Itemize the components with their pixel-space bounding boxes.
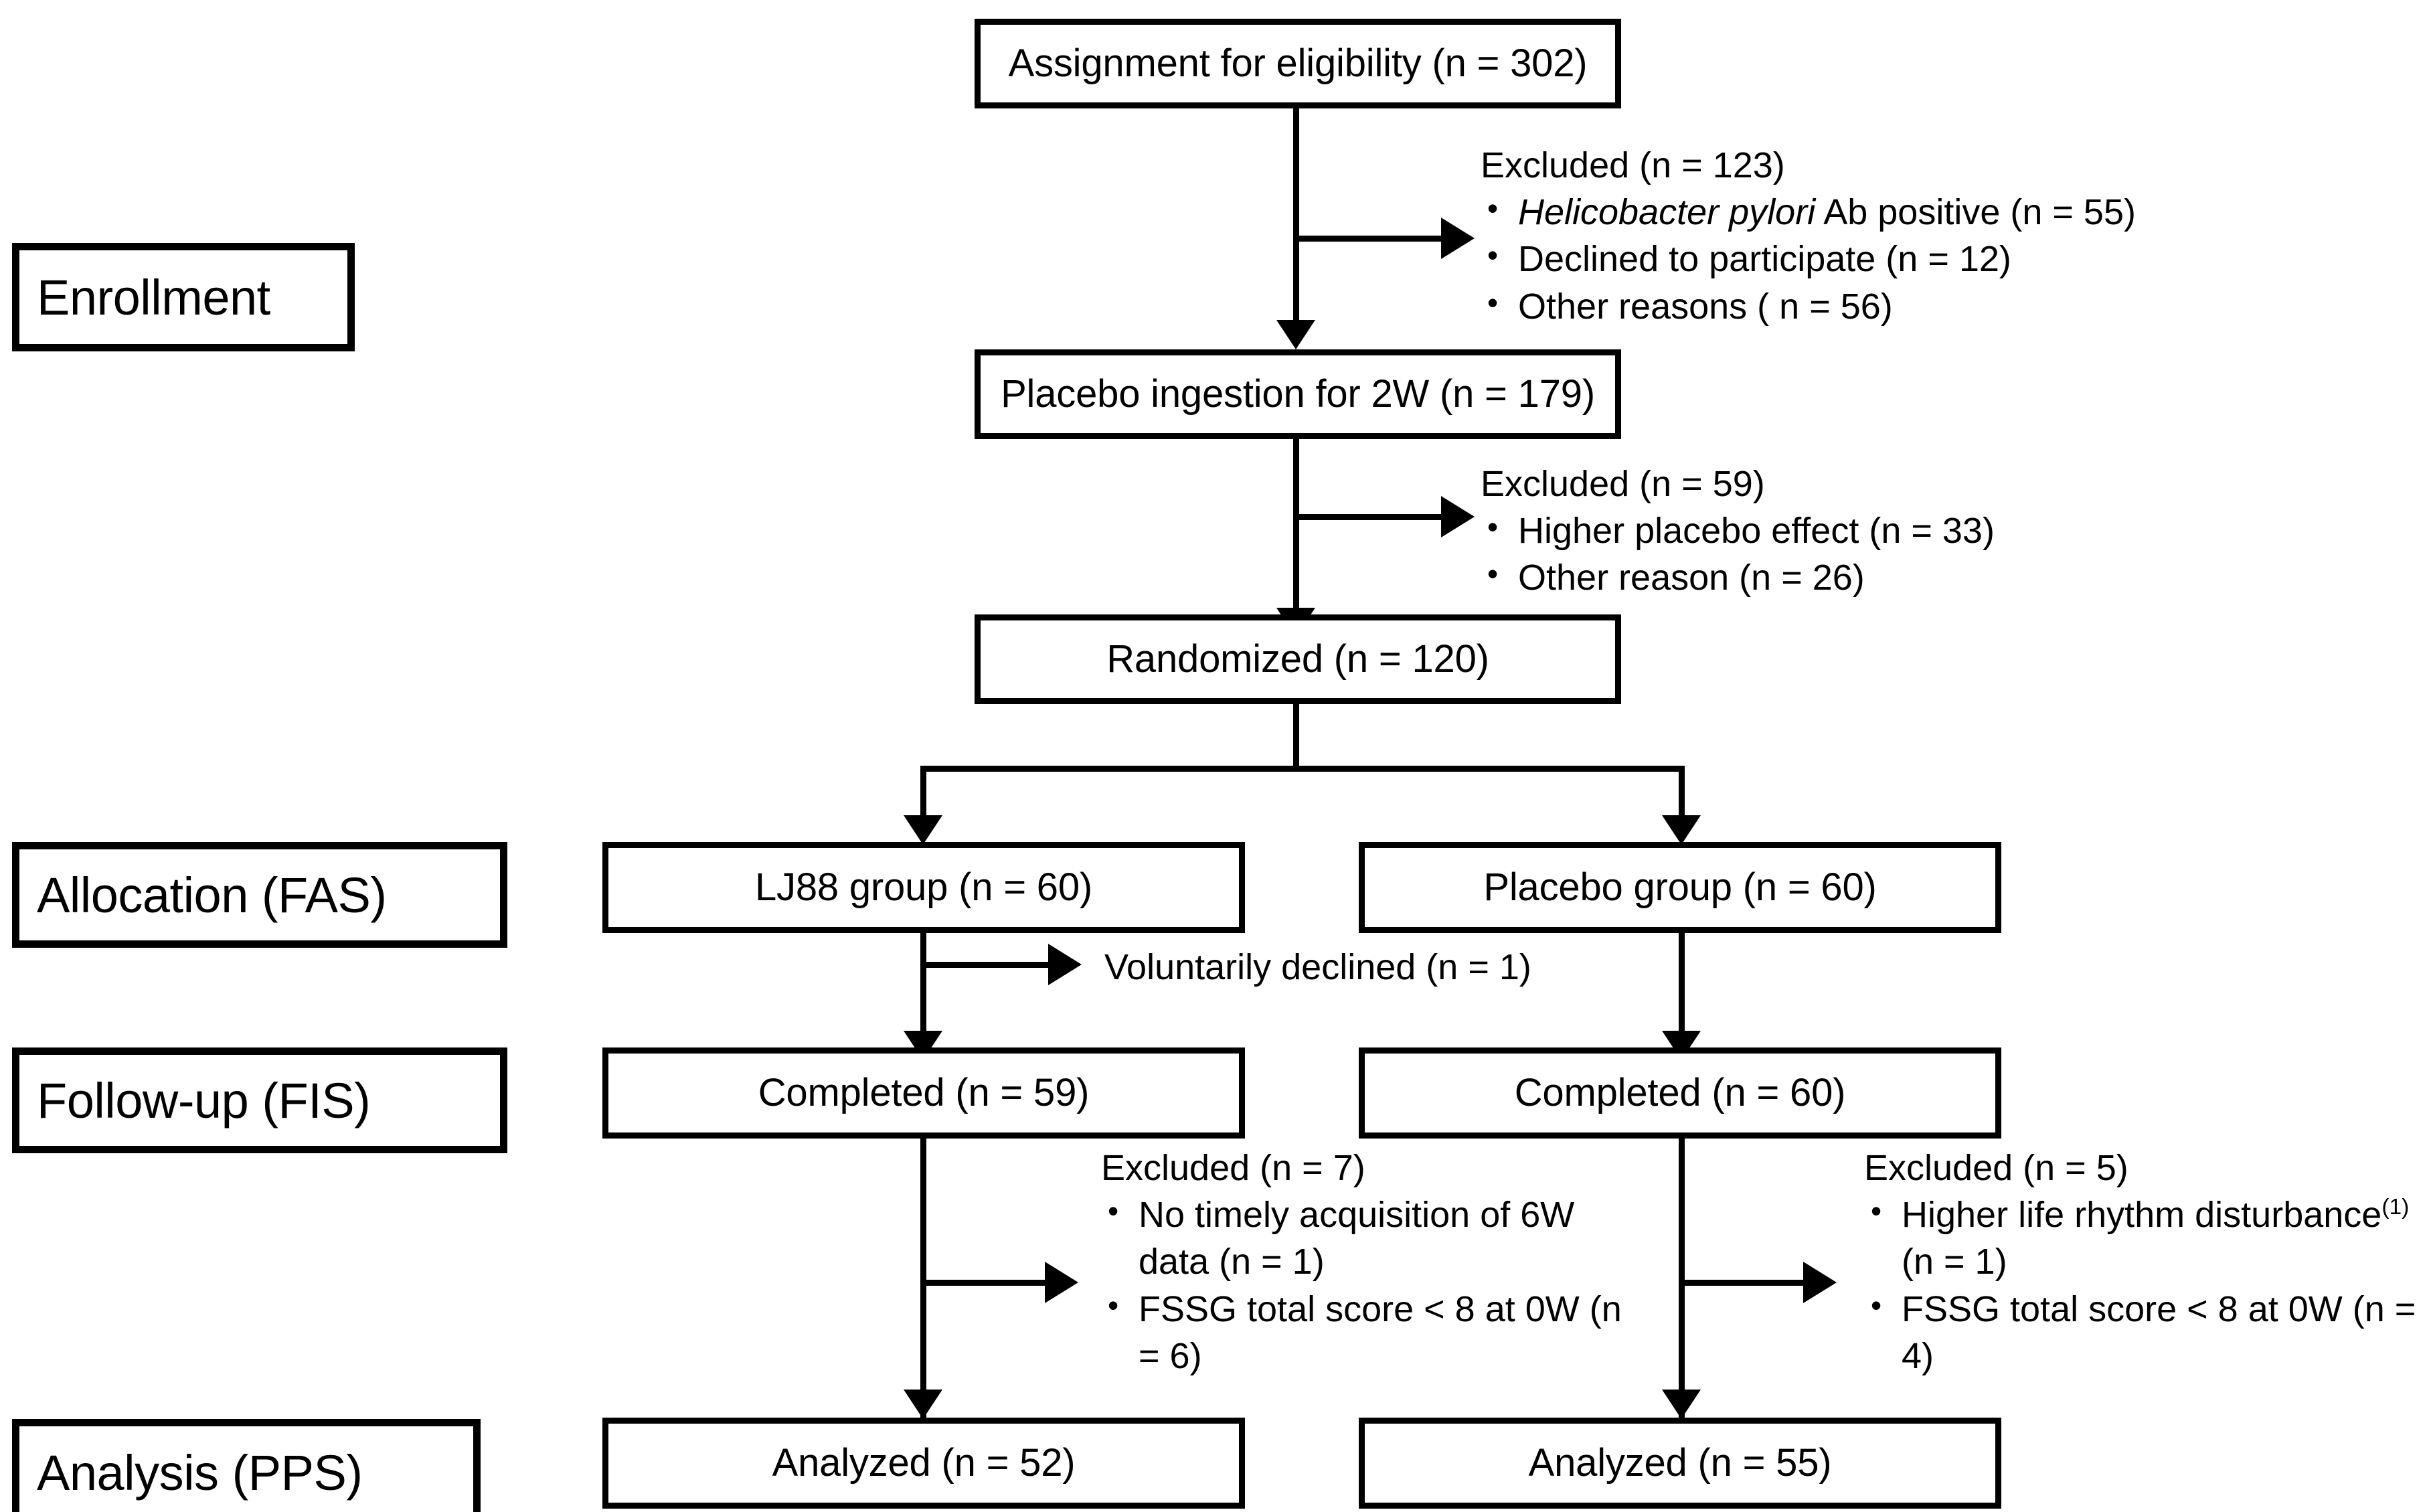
note-excluded-runin: Excluded (n = 59) Higher placebo effect … bbox=[1481, 460, 1995, 602]
node-assessment-text: Assignment for eligibility (n = 302) bbox=[1008, 41, 1588, 86]
note-excluded-screening-header: Excluded (n = 123) bbox=[1481, 145, 1785, 185]
note-lj88-dropout: Voluntarily declined (n = 1) bbox=[1104, 944, 1531, 991]
node-placebo-runin: Placebo ingestion for 2W (n = 179) bbox=[975, 349, 1621, 439]
note-excluded-placebo: Excluded (n = 5) Higher life rhythm dist… bbox=[1864, 1145, 2420, 1379]
excluded-placebo-item-0-tail: (n = 1) bbox=[1902, 1242, 2007, 1282]
connector-lj88-dropout bbox=[920, 962, 1051, 968]
node-randomized: Randomized (n = 120) bbox=[975, 614, 1621, 704]
connector-excluded-lj88 bbox=[920, 1280, 1048, 1286]
node-placebo-analyzed: Analyzed (n = 55) bbox=[1359, 1418, 2001, 1509]
connector-randomized-to-placebo bbox=[1679, 766, 1685, 833]
excluded-screening-item-0-italic: Helicobacter pylori bbox=[1518, 192, 1816, 233]
list-item: FSSG total score < 8 at 0W (n = 6) bbox=[1101, 1286, 1643, 1379]
arrowhead-excluded-runin bbox=[1441, 496, 1475, 537]
excluded-screening-item-2-rest: Other reasons ( n = 56) bbox=[1518, 286, 1893, 327]
connector-runin-to-randomized bbox=[1293, 439, 1299, 639]
node-placebo-group-text: Placebo group (n = 60) bbox=[1483, 865, 1877, 910]
arrowhead-randomized-to-lj88 bbox=[904, 815, 942, 845]
stage-label-enrollment: Enrollment bbox=[12, 243, 355, 351]
node-placebo-completed: Completed (n = 60) bbox=[1359, 1047, 2001, 1139]
node-lj88-analyzed-text: Analyzed (n = 52) bbox=[772, 1441, 1076, 1485]
connector-randomized-stem bbox=[1293, 704, 1299, 770]
note-excluded-lj88: Excluded (n = 7) No timely acquisition o… bbox=[1101, 1145, 1643, 1379]
note-excluded-placebo-header: Excluded (n = 5) bbox=[1864, 1148, 2128, 1188]
stage-label-follow-up: Follow-up (FIS) bbox=[12, 1047, 507, 1153]
node-placebo-group: Placebo group (n = 60) bbox=[1359, 842, 2001, 933]
stage-label-follow-up-text: Follow-up (FIS) bbox=[37, 1072, 371, 1128]
stage-label-analysis: Analysis (PPS) bbox=[12, 1419, 481, 1512]
list-item: Higher placebo effect (n = 33) bbox=[1481, 507, 1995, 554]
connector-assessment-to-runin bbox=[1293, 108, 1299, 321]
stage-label-allocation: Allocation (FAS) bbox=[12, 842, 507, 948]
excluded-placebo-item-0-text: Higher life rhythm disturbance bbox=[1902, 1195, 2382, 1236]
arrowhead-placebo-completed-to-analyzed bbox=[1662, 1390, 1701, 1419]
connector-placebo-to-completed bbox=[1679, 933, 1685, 1062]
stage-label-enrollment-text: Enrollment bbox=[37, 269, 270, 325]
connector-randomized-to-lj88 bbox=[920, 766, 926, 833]
arrowhead-excluded-lj88 bbox=[1045, 1262, 1078, 1303]
note-excluded-runin-header: Excluded (n = 59) bbox=[1481, 464, 1765, 504]
excluded-placebo-item-1-text: FSSG total score < 8 at 0W bbox=[1902, 1288, 2343, 1329]
list-item: Declined to participate (n = 12) bbox=[1481, 236, 2136, 282]
note-lj88-dropout-text: Voluntarily declined (n = 1) bbox=[1104, 947, 1531, 987]
excluded-placebo-item-0-superscript: (1) bbox=[2381, 1195, 2410, 1220]
stage-label-allocation-text: Allocation (FAS) bbox=[37, 867, 387, 923]
list-item: Helicobacter pylori Ab positive (n = 55) bbox=[1481, 189, 2136, 236]
node-assessment: Assignment for eligibility (n = 302) bbox=[975, 19, 1621, 108]
node-lj88-analyzed: Analyzed (n = 52) bbox=[602, 1418, 1245, 1509]
node-randomized-text: Randomized (n = 120) bbox=[1106, 637, 1489, 681]
node-lj88-group-text: LJ88 group (n = 60) bbox=[754, 865, 1093, 910]
arrowhead-randomized-to-placebo bbox=[1662, 815, 1701, 845]
list-item: FSSG total score < 8 at 0W (n = 4) bbox=[1864, 1286, 2420, 1379]
note-excluded-runin-list: Higher placebo effect (n = 33) Other rea… bbox=[1481, 507, 1995, 601]
connector-placebo-completed-to-analyzed bbox=[1679, 1139, 1685, 1420]
connector-excluded-runin bbox=[1293, 514, 1444, 520]
node-placebo-runin-text: Placebo ingestion for 2W (n = 179) bbox=[1001, 372, 1595, 416]
list-item: No timely acquisition of 6W data (n = 1) bbox=[1101, 1191, 1643, 1285]
arrowhead-lj88-completed-to-analyzed bbox=[904, 1390, 942, 1419]
connector-excluded-screening bbox=[1293, 236, 1444, 242]
arrowhead-assessment-to-runin bbox=[1276, 320, 1315, 349]
list-item: Higher life rhythm disturbance(1) (n = 1… bbox=[1864, 1191, 2420, 1285]
node-placebo-completed-text: Completed (n = 60) bbox=[1514, 1071, 1846, 1115]
arrowhead-excluded-screening bbox=[1441, 218, 1475, 259]
excluded-screening-item-1-rest: Declined to participate (n = 12) bbox=[1518, 239, 2011, 280]
arrowhead-excluded-placebo bbox=[1803, 1262, 1837, 1303]
excluded-screening-item-0-rest: Ab positive (n = 55) bbox=[1815, 192, 2136, 233]
node-lj88-completed: Completed (n = 59) bbox=[602, 1047, 1245, 1139]
list-item: Other reasons ( n = 56) bbox=[1481, 283, 2136, 330]
connector-lj88-to-completed bbox=[920, 933, 926, 1062]
node-lj88-completed-text: Completed (n = 59) bbox=[758, 1071, 1090, 1115]
node-placebo-analyzed-text: Analyzed (n = 55) bbox=[1528, 1441, 1832, 1485]
note-excluded-screening-list: Helicobacter pylori Ab positive (n = 55)… bbox=[1481, 189, 2136, 330]
note-excluded-lj88-list: No timely acquisition of 6W data (n = 1)… bbox=[1101, 1191, 1643, 1379]
excluded-placebo-item-1-tail: (n = 4) bbox=[1902, 1288, 2416, 1376]
arrowhead-lj88-dropout bbox=[1048, 944, 1082, 985]
note-excluded-placebo-list: Higher life rhythm disturbance(1) (n = 1… bbox=[1864, 1191, 2420, 1379]
stage-label-analysis-text: Analysis (PPS) bbox=[37, 1444, 363, 1501]
node-lj88-group: LJ88 group (n = 60) bbox=[602, 842, 1245, 933]
connector-excluded-placebo bbox=[1679, 1280, 1806, 1286]
note-excluded-lj88-header: Excluded (n = 7) bbox=[1101, 1148, 1365, 1188]
list-item: Other reason (n = 26) bbox=[1481, 554, 1995, 601]
connector-lj88-completed-to-analyzed bbox=[920, 1139, 926, 1420]
note-excluded-screening: Excluded (n = 123) Helicobacter pylori A… bbox=[1481, 142, 2136, 330]
connector-randomized-split-bar bbox=[920, 766, 1685, 772]
